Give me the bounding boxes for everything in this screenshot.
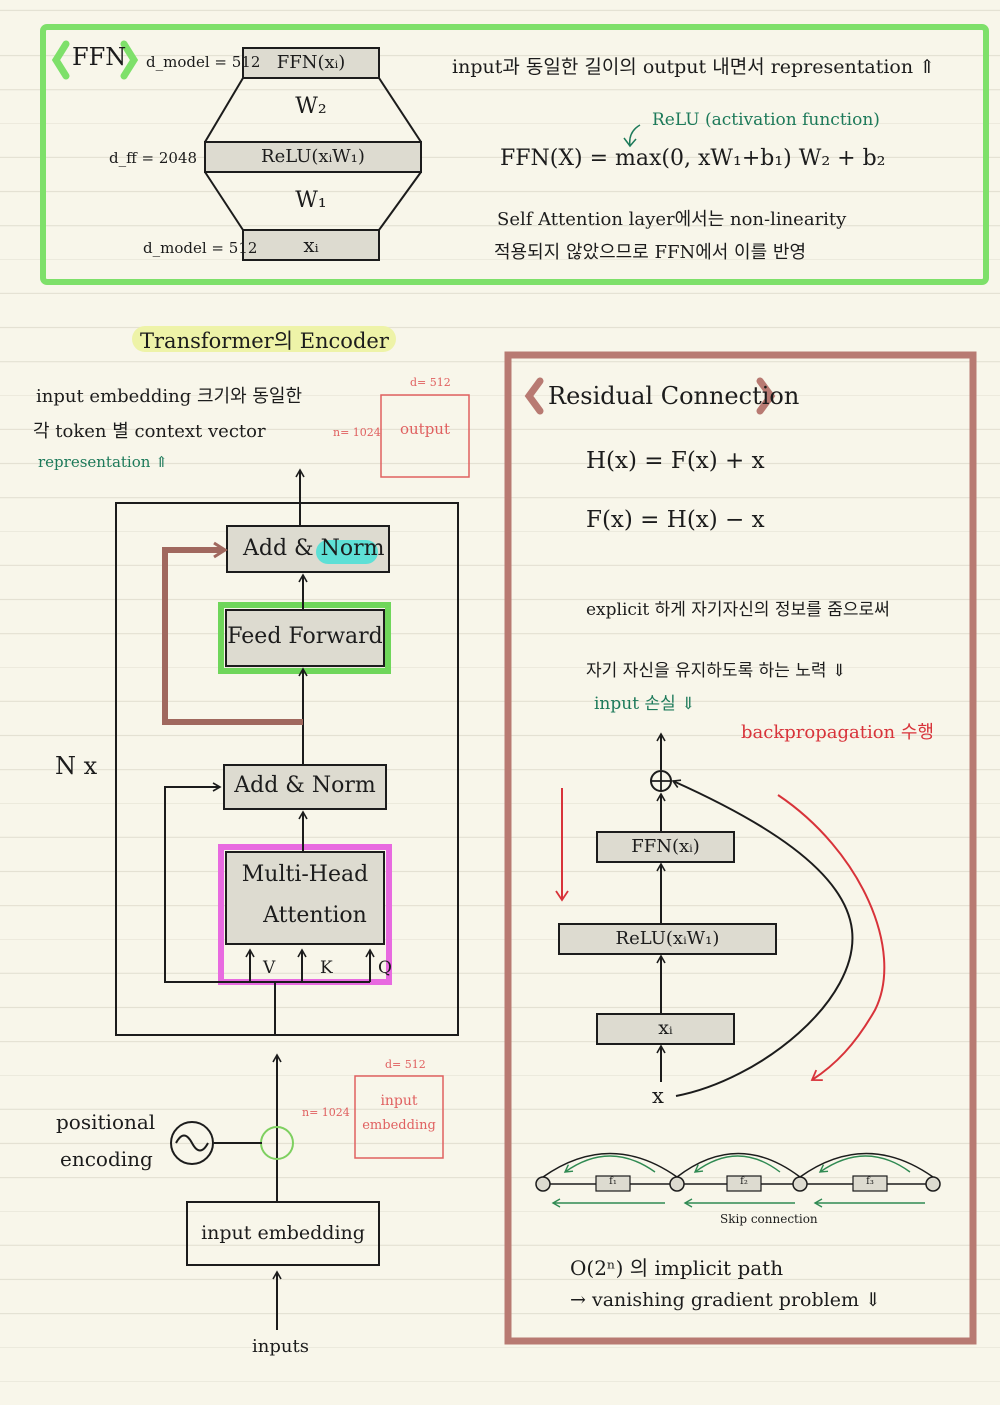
chain-f2-label: f₂ bbox=[740, 1176, 748, 1187]
encoder-title-highlight bbox=[132, 326, 396, 352]
encoder-out-note2: 각 token 별 context vector bbox=[33, 421, 266, 442]
backprop-red-arrow bbox=[777, 794, 886, 1082]
res-box-relu bbox=[558, 923, 777, 955]
mha-k: K bbox=[320, 958, 333, 978]
residual-eq1: H(x) = F(x) + x bbox=[586, 448, 765, 474]
feed-forward-box bbox=[225, 609, 385, 667]
encoder-out-n: n= 1024 bbox=[333, 426, 381, 439]
ffn-tag-brackets bbox=[51, 40, 139, 80]
vanishing-gradient: → vanishing gradient problem ⇓ bbox=[570, 1289, 881, 1311]
ffn-box-mid bbox=[204, 141, 422, 173]
chain-f1-label: f₁ bbox=[609, 1176, 617, 1187]
residual-loop-bottom bbox=[164, 782, 275, 983]
ffn-tag: FFN bbox=[72, 43, 127, 71]
res-box-ffn bbox=[596, 831, 735, 863]
ffn-dmodel-top: d_model = 512 bbox=[146, 53, 261, 71]
relu-pointer bbox=[628, 124, 641, 147]
ffn-box-top bbox=[242, 47, 380, 79]
pos-enc-line2: encoding bbox=[60, 1147, 153, 1171]
residual-frame bbox=[504, 351, 977, 1345]
mha-line1: Multi-Head bbox=[241, 862, 369, 887]
encoder-out-d: d= 512 bbox=[410, 376, 451, 389]
add-norm-bottom-label: Add & Norm bbox=[234, 773, 376, 798]
ffn-box-bottom bbox=[242, 229, 380, 261]
mha-q: Q bbox=[378, 958, 392, 978]
chain-f2 bbox=[726, 1175, 762, 1192]
chain-f3 bbox=[852, 1175, 888, 1192]
nx-label: N x bbox=[55, 752, 98, 780]
add-norm-top-label: Add & Norm bbox=[243, 536, 385, 561]
residual-loop-top bbox=[162, 547, 303, 725]
ffn-box-bottom-label: xᵢ bbox=[303, 233, 319, 257]
ffn-dff: d_ff = 2048 bbox=[109, 149, 198, 167]
residual-note1: explicit 하게 자기자신의 정보를 줌으로써 bbox=[586, 600, 890, 620]
residual-tag-brackets bbox=[524, 377, 776, 415]
chain-node-3 bbox=[925, 1176, 941, 1192]
encoder-out-note1: input embedding 크기와 동일한 bbox=[36, 386, 303, 407]
residual-note2: 자기 자신을 유지하도록 하는 노력 ⇓ bbox=[586, 661, 847, 681]
encoder-in-d: d= 512 bbox=[385, 1058, 426, 1071]
ffn-relu-note: ReLU (activation function) bbox=[652, 110, 880, 130]
residual-eq2: F(x) = H(x) − x bbox=[586, 507, 765, 533]
encoder-in-box-line1: input bbox=[380, 1093, 418, 1109]
skip-curve bbox=[671, 779, 854, 1097]
res-box-relu-label: ReLU(xᵢW₁) bbox=[615, 928, 720, 949]
encoder-out-box-label: output bbox=[399, 420, 450, 438]
mha-v: V bbox=[263, 958, 276, 978]
pos-enc-line1: positional bbox=[56, 1110, 156, 1134]
encoder-title: Transformer의 Encoder bbox=[140, 329, 389, 353]
encoder-out-note3: representation ⇑ bbox=[38, 453, 168, 471]
chain-f1 bbox=[595, 1175, 631, 1192]
ffn-box-top-label: FFN(xᵢ) bbox=[276, 52, 346, 73]
input-embedding-label: input embedding bbox=[201, 1222, 365, 1244]
ffn-note-line1: Self Attention layer에서는 non-linearity bbox=[497, 209, 847, 230]
mha-line2: Attention bbox=[263, 903, 367, 928]
add-norm-bottom-box bbox=[223, 764, 387, 810]
encoder-nx-container bbox=[115, 502, 459, 1036]
res-box-x bbox=[596, 1013, 735, 1045]
mha-box bbox=[225, 851, 385, 945]
residual-note3: input 손실 ⇓ bbox=[594, 694, 696, 714]
ffn-formula: FFN(X) = max(0, xW₁+b₁) W₂ + b₂ bbox=[500, 146, 886, 171]
residual-backprop: backpropagation 수행 bbox=[741, 722, 934, 743]
sine-wave-icon bbox=[170, 1121, 214, 1165]
ffn-frame bbox=[40, 24, 989, 285]
feed-forward-label: Feed Forward bbox=[227, 624, 383, 649]
res-x-label: x bbox=[652, 1084, 664, 1108]
input-embedding-box bbox=[186, 1201, 380, 1266]
chain-f3-label: f₃ bbox=[866, 1176, 874, 1187]
ffn-dmodel-bottom: d_model = 512 bbox=[143, 239, 258, 257]
residual-tag: Residual Connection bbox=[548, 382, 800, 410]
chain-node-0 bbox=[535, 1176, 551, 1192]
chain-node-2 bbox=[792, 1176, 808, 1192]
input-box bbox=[354, 1075, 444, 1159]
res-box-ffn-label: FFN(xᵢ) bbox=[631, 836, 700, 857]
norm-highlight bbox=[316, 540, 378, 564]
ffn-box-mid-label: ReLU(xᵢW₁) bbox=[261, 146, 365, 167]
encoder-in-n: n= 1024 bbox=[302, 1106, 350, 1119]
chain-node-1 bbox=[669, 1176, 685, 1192]
ffn-w2-label: W₂ bbox=[295, 94, 327, 119]
res-box-x-label: xᵢ bbox=[658, 1017, 673, 1039]
encoder-in-box-line2: embedding bbox=[362, 1118, 436, 1133]
implicit-path: O(2ⁿ) 의 implicit path bbox=[570, 1256, 784, 1280]
output-box bbox=[380, 394, 470, 478]
ffn-note-top: input과 동일한 길이의 output 내면서 representation… bbox=[452, 56, 936, 78]
ffn-w1-label: W₁ bbox=[295, 188, 327, 213]
ffn-hex-lines bbox=[204, 77, 422, 231]
inputs-label: inputs bbox=[252, 1336, 309, 1357]
skip-connection-label: Skip connection bbox=[720, 1212, 818, 1226]
ffn-note-line2: 적용되지 않았으므로 FFN에서 이를 반영 bbox=[494, 242, 807, 263]
